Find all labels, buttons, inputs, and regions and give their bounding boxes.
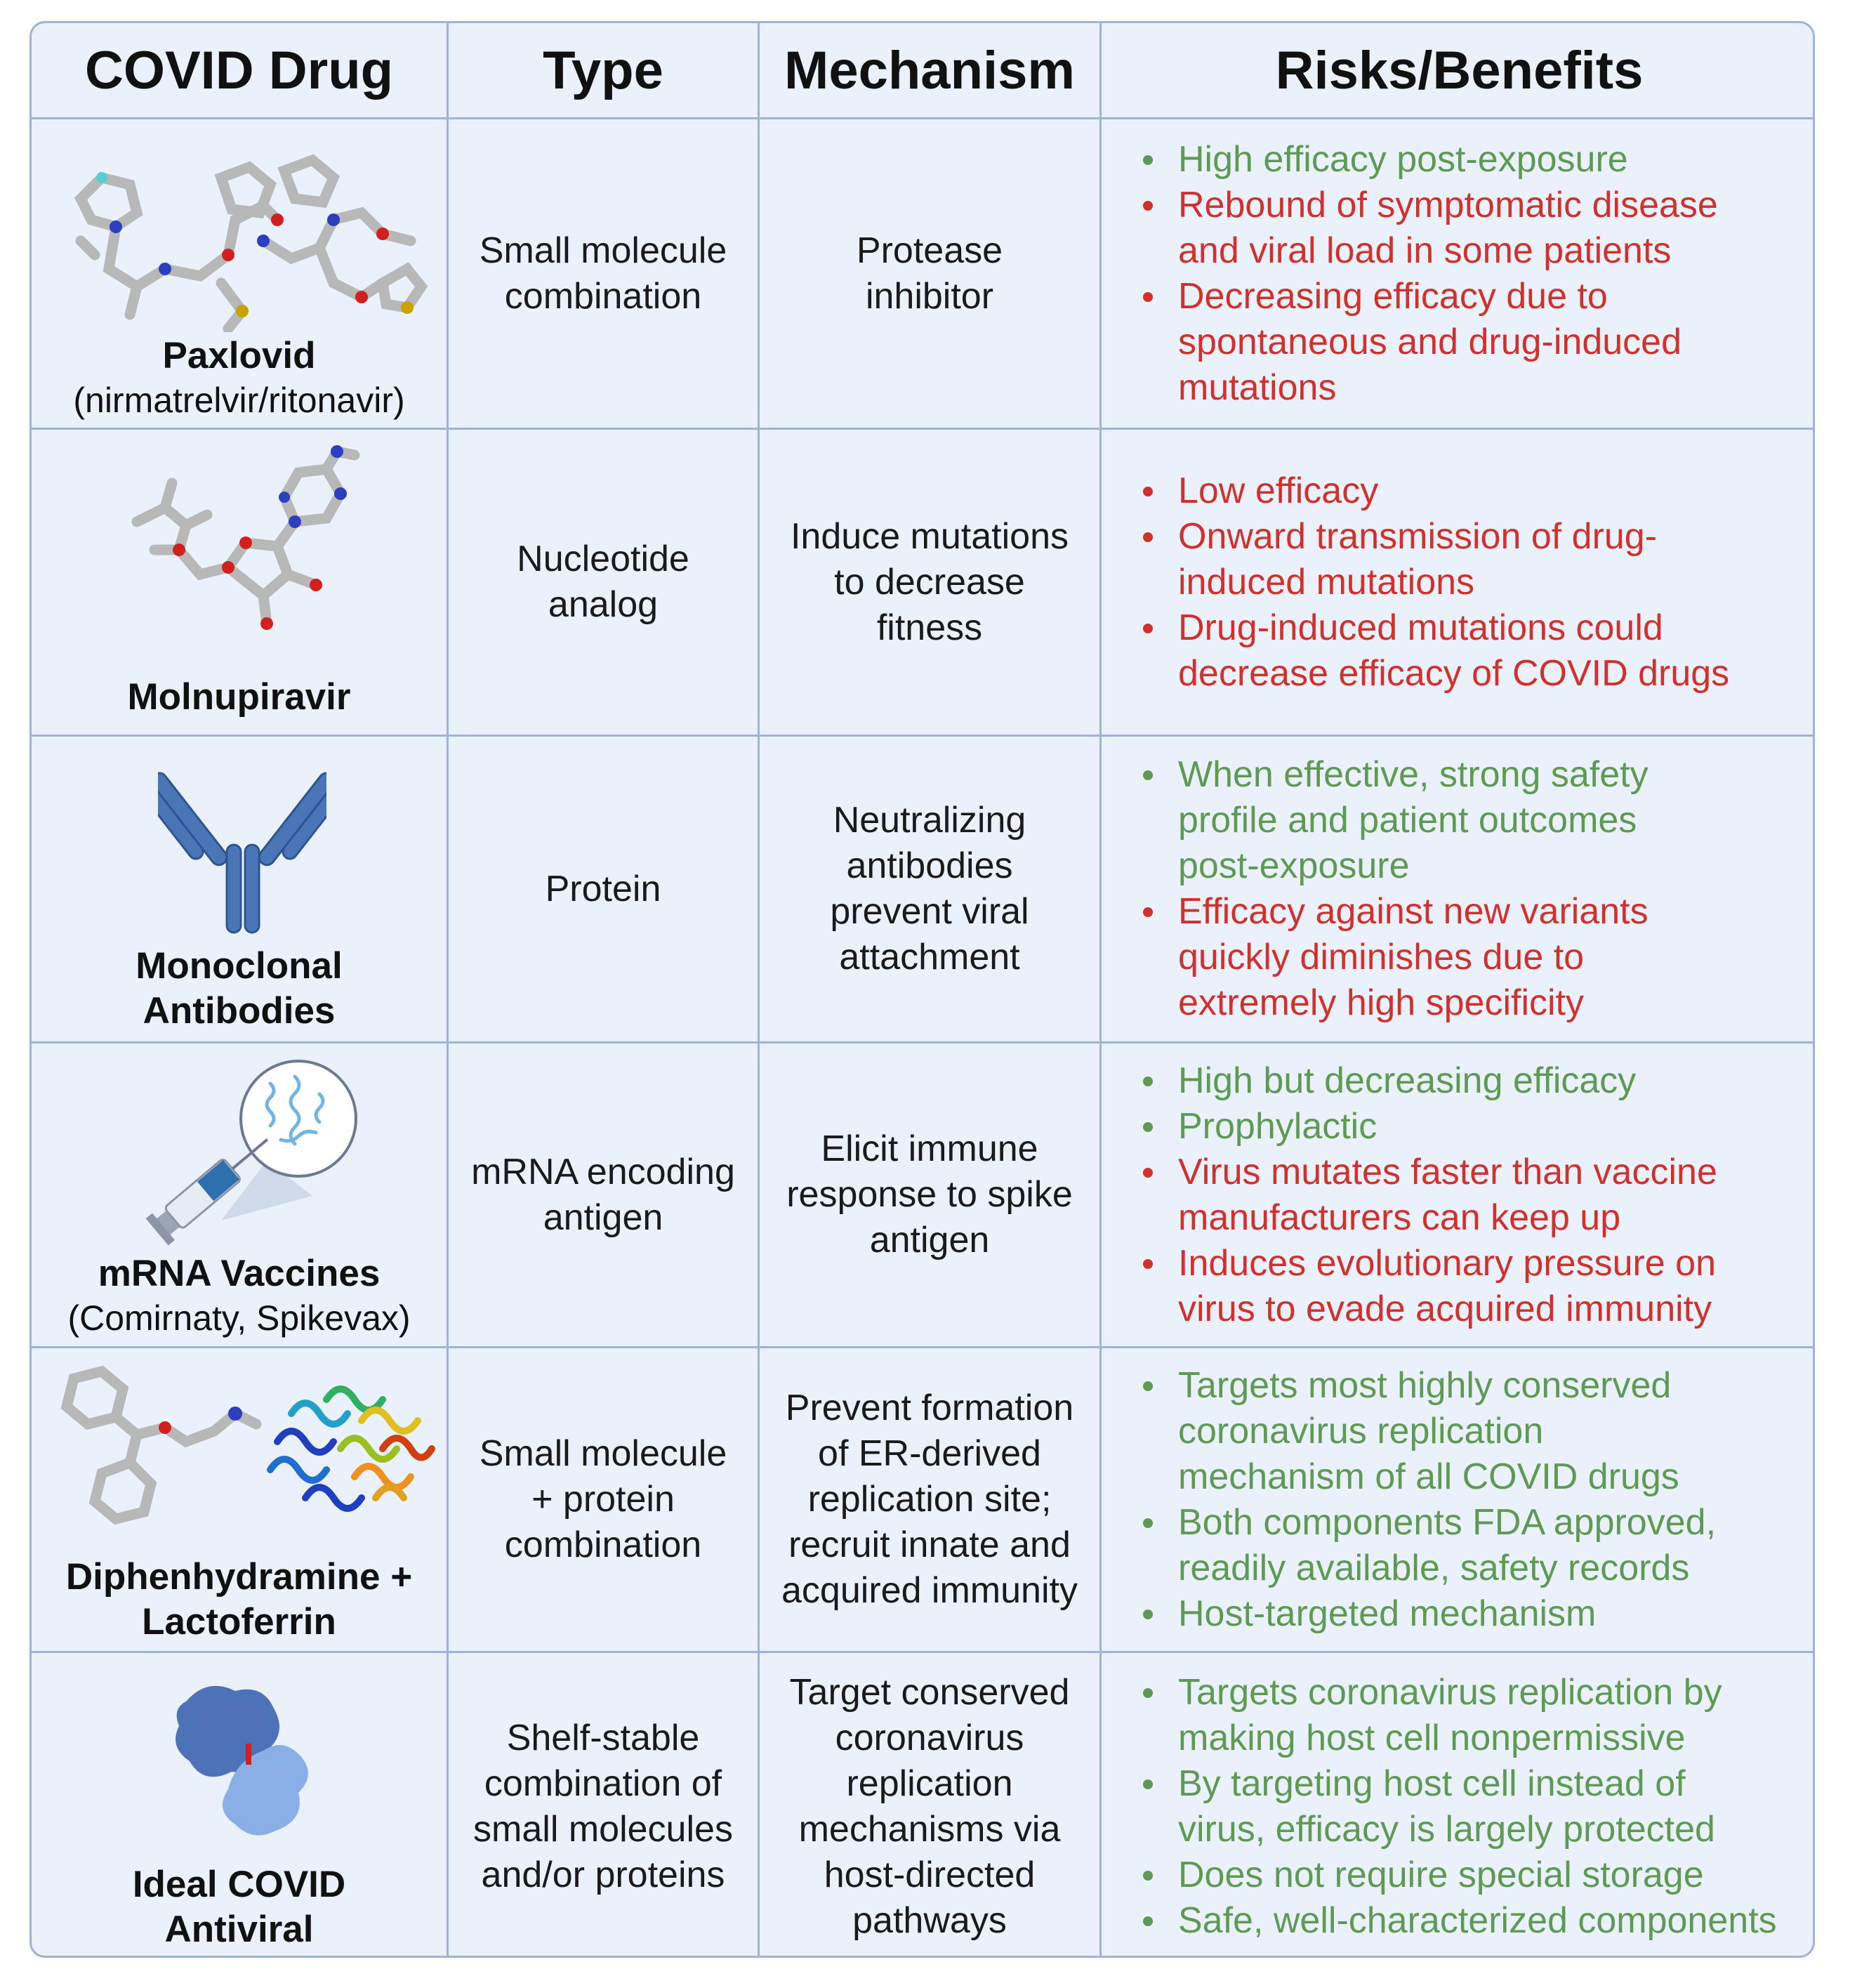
drug-name: mRNA Vaccines — [98, 1253, 381, 1294]
header-type: Type — [543, 40, 663, 100]
column-divider — [758, 23, 760, 1956]
drug-name: Molnupiravir — [127, 676, 351, 718]
risk-item: Low efficacy — [1137, 468, 1799, 514]
drug-name: Diphenhydramine +Lactoferrin — [65, 1556, 413, 1643]
drug-type: Protein — [545, 868, 661, 909]
drug-label: Diphenhydramine +Lactoferrin — [32, 1554, 447, 1645]
drug-label: Molnupiravir — [32, 669, 447, 725]
host-protein-icon — [176, 1685, 308, 1836]
header-risks-benefits: Risks/Benefits — [1275, 40, 1644, 100]
header-covid-drug: COVID Drug — [84, 40, 394, 100]
column-divider — [447, 23, 449, 1956]
row-divider — [32, 428, 1813, 430]
row-divider — [32, 735, 1813, 737]
row-divider — [32, 1651, 1813, 1653]
risk-item: Onward transmission of drug-induced muta… — [1137, 514, 1799, 605]
benefit-item: High but decreasing efficacy — [1137, 1058, 1799, 1104]
benefit-item: Host-targeted mechanism — [1137, 1591, 1799, 1637]
drug-label: Paxlovid (nirmatrelvir/ritonavir) — [32, 332, 447, 423]
paxlovid-molecule-icon — [74, 154, 428, 332]
benefit-item: Both components FDA approved,readily ava… — [1137, 1500, 1799, 1591]
molnupiravir-molecule-icon — [131, 445, 360, 630]
row-divider — [32, 117, 1813, 119]
antibody-icon — [158, 772, 326, 934]
drug-label: mRNA Vaccines (Comirnaty, Spikevax) — [32, 1251, 447, 1341]
benefit-item: Safe, well-characterized components — [1137, 1898, 1799, 1944]
diphenhydramine-lactoferrin-icon — [60, 1365, 435, 1525]
benefit-item: High efficacy post-exposure — [1137, 137, 1799, 183]
benefit-item: Does not require special storage — [1137, 1852, 1799, 1898]
row-divider — [32, 1041, 1813, 1044]
drug-comparison-table: COVID Drug Type Mechanism Risks/Benefits — [29, 21, 1815, 1958]
header-mechanism: Mechanism — [784, 40, 1075, 100]
column-divider — [1099, 23, 1102, 1956]
drug-subtitle: (nirmatrelvir/ritonavir) — [73, 381, 405, 420]
syringe-mrna-icon — [145, 1060, 357, 1246]
benefit-item: Prophylactic — [1137, 1104, 1799, 1150]
row-divider — [32, 1346, 1813, 1348]
drug-name: Paxlovid — [162, 335, 316, 376]
drug-subtitle: (Comirnaty, Spikevax) — [67, 1298, 411, 1338]
